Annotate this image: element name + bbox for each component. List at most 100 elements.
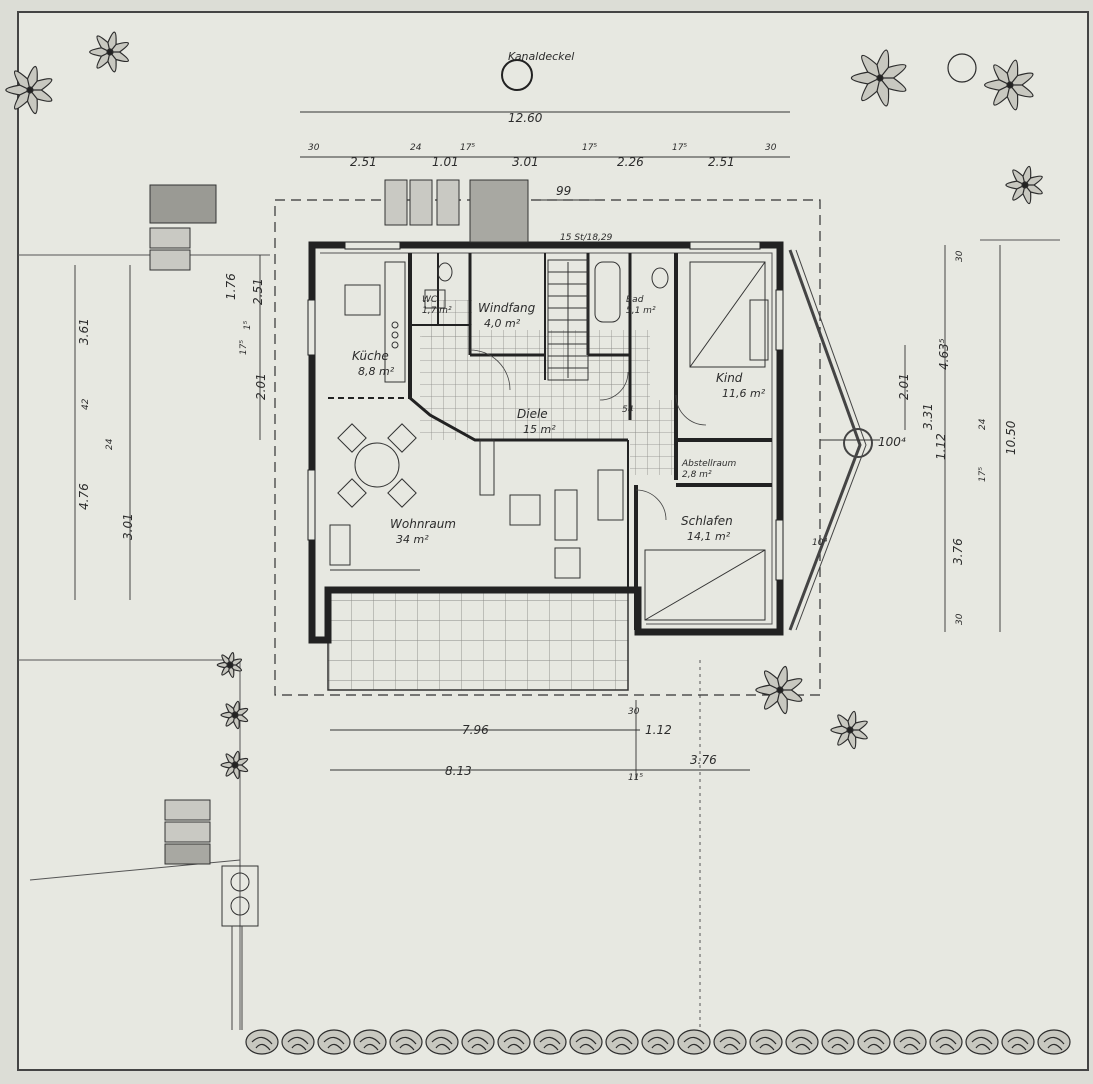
room-area-küche: 8,8 m² bbox=[358, 365, 395, 378]
dim-right-8: 30 bbox=[955, 613, 965, 625]
hedge-icon bbox=[1001, 1029, 1035, 1055]
hedge-icon bbox=[785, 1029, 819, 1055]
dim-top-8: 17⁵ bbox=[672, 143, 687, 153]
dim-top-2: 24 bbox=[410, 143, 422, 153]
hedge-icon bbox=[605, 1029, 639, 1055]
tree-icon bbox=[216, 652, 243, 678]
dim-right-1: 4.63⁵ bbox=[937, 338, 951, 370]
hedge-icon bbox=[821, 1029, 855, 1055]
hedge-icon bbox=[929, 1029, 963, 1055]
dim-right-7: 3.76 bbox=[951, 538, 965, 565]
hedge-icon bbox=[317, 1029, 351, 1055]
room-name-abstellraum: Abstellraum bbox=[681, 459, 737, 469]
room-name-schlafen: Schlafen bbox=[681, 514, 733, 528]
step-label: 54 bbox=[622, 405, 634, 415]
door-swings bbox=[469, 349, 707, 521]
tree-icon bbox=[220, 750, 249, 780]
room-area-wohnraum: 34 m² bbox=[396, 533, 429, 546]
dim-bottom-5: 3.76 bbox=[690, 753, 717, 767]
dim-top-5: 3.01 bbox=[512, 155, 539, 169]
hedge-icon bbox=[497, 1029, 531, 1055]
fence bbox=[231, 249, 873, 1030]
room-name-küche: Küche bbox=[352, 349, 389, 363]
hedge-icon bbox=[245, 1029, 279, 1055]
dim-left-mid-3: 17⁵ bbox=[239, 340, 249, 355]
dim-left-outer-1: 4.76 bbox=[77, 483, 91, 510]
dim-top-3: 1.01 bbox=[432, 155, 459, 169]
dim-bottom-3: 8.13 bbox=[445, 764, 472, 778]
dim-top-6: 17⁵ bbox=[582, 143, 597, 153]
furniture bbox=[329, 261, 769, 621]
room-name-kind: Kind bbox=[716, 371, 743, 385]
room-name-bad: Bad bbox=[626, 295, 644, 305]
sheet-border bbox=[17, 11, 1089, 1071]
room-area-diele: 15 m² bbox=[523, 423, 556, 436]
terrace bbox=[327, 589, 629, 691]
dim-top-7: 2.26 bbox=[617, 155, 644, 169]
hall-tiles bbox=[420, 300, 678, 475]
room-name-diele: Diele bbox=[517, 407, 548, 421]
hedge-icon bbox=[353, 1029, 387, 1055]
dim-top-10: 30 bbox=[765, 143, 777, 153]
tree-icon bbox=[755, 665, 803, 715]
walls bbox=[308, 241, 784, 644]
property-lines bbox=[18, 239, 1060, 1040]
dim-right-9: 10.50 bbox=[1004, 420, 1018, 455]
manhole-label: Kanaldeckel bbox=[508, 50, 574, 63]
dim-right-3: 3.31 bbox=[921, 403, 935, 430]
windows bbox=[307, 241, 784, 581]
room-area-schlafen: 14,1 m² bbox=[687, 530, 731, 543]
hedge-icon bbox=[677, 1029, 711, 1055]
tree-icon bbox=[89, 31, 129, 73]
dim-right-6: 17⁵ bbox=[978, 467, 988, 482]
dim-bottom-1: 30 bbox=[628, 707, 640, 717]
staircase bbox=[547, 259, 589, 381]
dim-left-mid-1: 2.51 bbox=[251, 278, 265, 305]
stairs-label: 15 St/18,29 bbox=[560, 233, 613, 243]
dim-right-5: 1.12 bbox=[934, 433, 948, 460]
dimension-lines bbox=[74, 111, 1001, 780]
dim-left-mid-0: 1.76 bbox=[224, 273, 238, 300]
room-area-windfang: 4,0 m² bbox=[484, 317, 521, 330]
tree-icon bbox=[220, 700, 249, 730]
hedge-icon bbox=[1037, 1029, 1071, 1055]
dim-left-outer-0: 3.61 bbox=[77, 318, 91, 345]
dim-bottom-2: 1.12 bbox=[645, 723, 672, 737]
dim-left-mid-4: 2.01 bbox=[254, 373, 268, 400]
tree-icon bbox=[983, 59, 1034, 111]
hedge-icon bbox=[533, 1029, 567, 1055]
trees bbox=[5, 31, 1071, 1055]
room-area-abstellraum: 2,8 m² bbox=[682, 470, 712, 480]
dim-right-2: 2.01 bbox=[897, 373, 911, 400]
dim-top-4: 17⁵ bbox=[460, 143, 475, 153]
dim-top-9: 2.51 bbox=[708, 155, 735, 169]
hedge-icon bbox=[713, 1029, 747, 1055]
dim-right-10: 100⁴ bbox=[878, 435, 906, 449]
dim-right-0: 30 bbox=[955, 250, 965, 262]
hedge-icon bbox=[425, 1029, 459, 1055]
dim-left-mid-2: 1⁵ bbox=[243, 320, 253, 330]
hedge-icon bbox=[281, 1029, 315, 1055]
entrance-steps bbox=[149, 179, 529, 927]
hedge-icon bbox=[965, 1029, 999, 1055]
dim-angle: 10⁴ bbox=[812, 538, 827, 548]
manhole-cover bbox=[501, 59, 533, 91]
hedge-icon bbox=[461, 1029, 495, 1055]
dim-top-0: 30 bbox=[308, 143, 320, 153]
dim-left-outer: 3.61 4.76 bbox=[77, 318, 91, 510]
shrub-icon bbox=[947, 53, 977, 83]
dim-left-mid-7: 3.01 bbox=[121, 513, 135, 540]
dim-bottom-0: 7.96 bbox=[462, 723, 489, 737]
hedge-icon bbox=[641, 1029, 675, 1055]
dim-right-4: 24 bbox=[978, 418, 988, 430]
hedge-icon bbox=[749, 1029, 783, 1055]
hedge-icon bbox=[857, 1029, 891, 1055]
bath-fixtures bbox=[424, 261, 669, 323]
tree-icon bbox=[830, 710, 868, 750]
room-name-windfang: Windfang bbox=[478, 301, 536, 315]
